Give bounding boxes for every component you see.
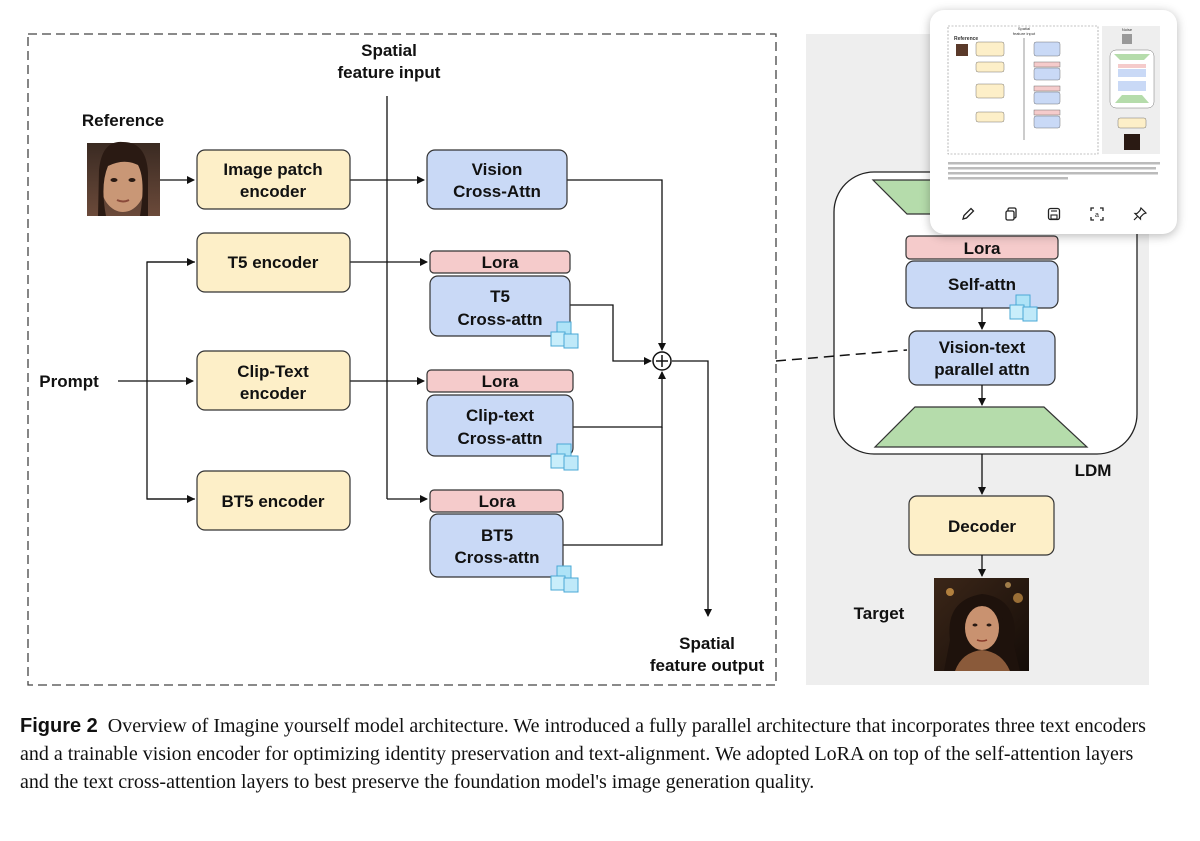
svg-text:Spatial: Spatial bbox=[1018, 26, 1030, 31]
lora-label: Lora bbox=[482, 253, 519, 272]
save-icon[interactable] bbox=[1044, 204, 1064, 224]
vision-text-parallel-label: parallel attn bbox=[934, 360, 1029, 379]
preview-thumbnail[interactable]: Reference Spatial feature input Noise bbox=[942, 20, 1165, 190]
text-encoder-block bbox=[27, 33, 777, 686]
decoder-label: Decoder bbox=[948, 517, 1016, 536]
clip-cross-attn-label: Clip-text bbox=[466, 406, 534, 425]
spatial-output-label: feature output bbox=[650, 656, 765, 675]
t5-lora-box bbox=[429, 250, 571, 274]
ice-cube-icon bbox=[550, 565, 579, 593]
ice-cube-icon bbox=[1009, 294, 1038, 322]
bt5-cross-attn-label: BT5 bbox=[481, 526, 513, 545]
bt5-encoder-label: BT5 encoder bbox=[222, 492, 325, 511]
image-patch-encoder-box bbox=[196, 149, 351, 210]
scan-icon[interactable]: a bbox=[1087, 204, 1107, 224]
self-attn-lora-box bbox=[905, 235, 1059, 260]
t5-cross-attn-label: Cross-attn bbox=[457, 310, 542, 329]
t5-encoder-label: T5 encoder bbox=[228, 253, 319, 272]
spatial-output-label: Spatial bbox=[679, 634, 735, 653]
bt5-lora-box bbox=[429, 489, 564, 513]
clip-cross-attn-label: Cross-attn bbox=[457, 429, 542, 448]
pin-icon[interactable] bbox=[1130, 204, 1150, 224]
clip-lora-box bbox=[426, 369, 574, 393]
caption-text: Overview of Imagine yourself model archi… bbox=[20, 715, 1146, 793]
figure-caption: Figure 2 Overview of Imagine yourself mo… bbox=[20, 712, 1160, 796]
lora-label: Lora bbox=[964, 239, 1001, 258]
t5-cross-attn-label: T5 bbox=[490, 287, 510, 306]
svg-text:a: a bbox=[1095, 212, 1099, 219]
spatial-input-label: Spatial bbox=[361, 41, 417, 60]
figure-label: Figure 2 bbox=[20, 715, 98, 737]
t5-cross-attn-box bbox=[429, 275, 571, 337]
ldm-label: LDM bbox=[1075, 461, 1112, 480]
bt5-cross-attn-box bbox=[429, 513, 564, 578]
svg-text:Reference: Reference bbox=[954, 36, 978, 42]
spatial-input-label: feature input bbox=[338, 63, 441, 82]
vision-cross-attn-label: Cross-Attn bbox=[453, 182, 541, 201]
vision-text-parallel-label: Vision-text bbox=[939, 338, 1026, 357]
svg-text:feature input: feature input bbox=[1013, 31, 1036, 36]
copy-icon[interactable] bbox=[1001, 204, 1021, 224]
ice-cube-icon bbox=[550, 321, 579, 349]
lora-label: Lora bbox=[479, 492, 516, 511]
bt5-cross-attn-label: Cross-attn bbox=[454, 548, 539, 567]
preview-toolbar: a bbox=[930, 196, 1177, 232]
reference-label: Reference bbox=[82, 111, 164, 130]
decoder-trapezoid bbox=[873, 406, 1089, 448]
screenshot-preview-popup[interactable]: Reference Spatial feature input Noise bbox=[930, 10, 1177, 234]
image-patch-encoder-label: Image patch bbox=[223, 160, 322, 179]
clip-text-encoder-label: encoder bbox=[240, 384, 307, 403]
t5-encoder-box bbox=[196, 232, 351, 293]
target-label: Target bbox=[854, 604, 905, 623]
bt5-encoder-box bbox=[196, 470, 351, 531]
clip-cross-attn-box bbox=[426, 394, 574, 457]
ice-cube-icon bbox=[550, 443, 579, 471]
lora-label: Lora bbox=[482, 372, 519, 391]
vision-cross-attn-label: Vision bbox=[472, 160, 523, 179]
target-face-image bbox=[934, 578, 1029, 671]
image-patch-encoder-label: encoder bbox=[240, 182, 307, 201]
clip-text-encoder-box bbox=[196, 350, 351, 411]
pencil-icon[interactable] bbox=[958, 204, 978, 224]
prompt-label: Prompt bbox=[39, 372, 99, 391]
clip-text-encoder-label: Clip-Text bbox=[237, 362, 309, 381]
self-attn-label: Self-attn bbox=[948, 275, 1016, 294]
svg-text:Noise: Noise bbox=[1122, 27, 1133, 32]
vision-cross-attn-box bbox=[426, 149, 568, 210]
reference-face-image bbox=[87, 141, 160, 216]
